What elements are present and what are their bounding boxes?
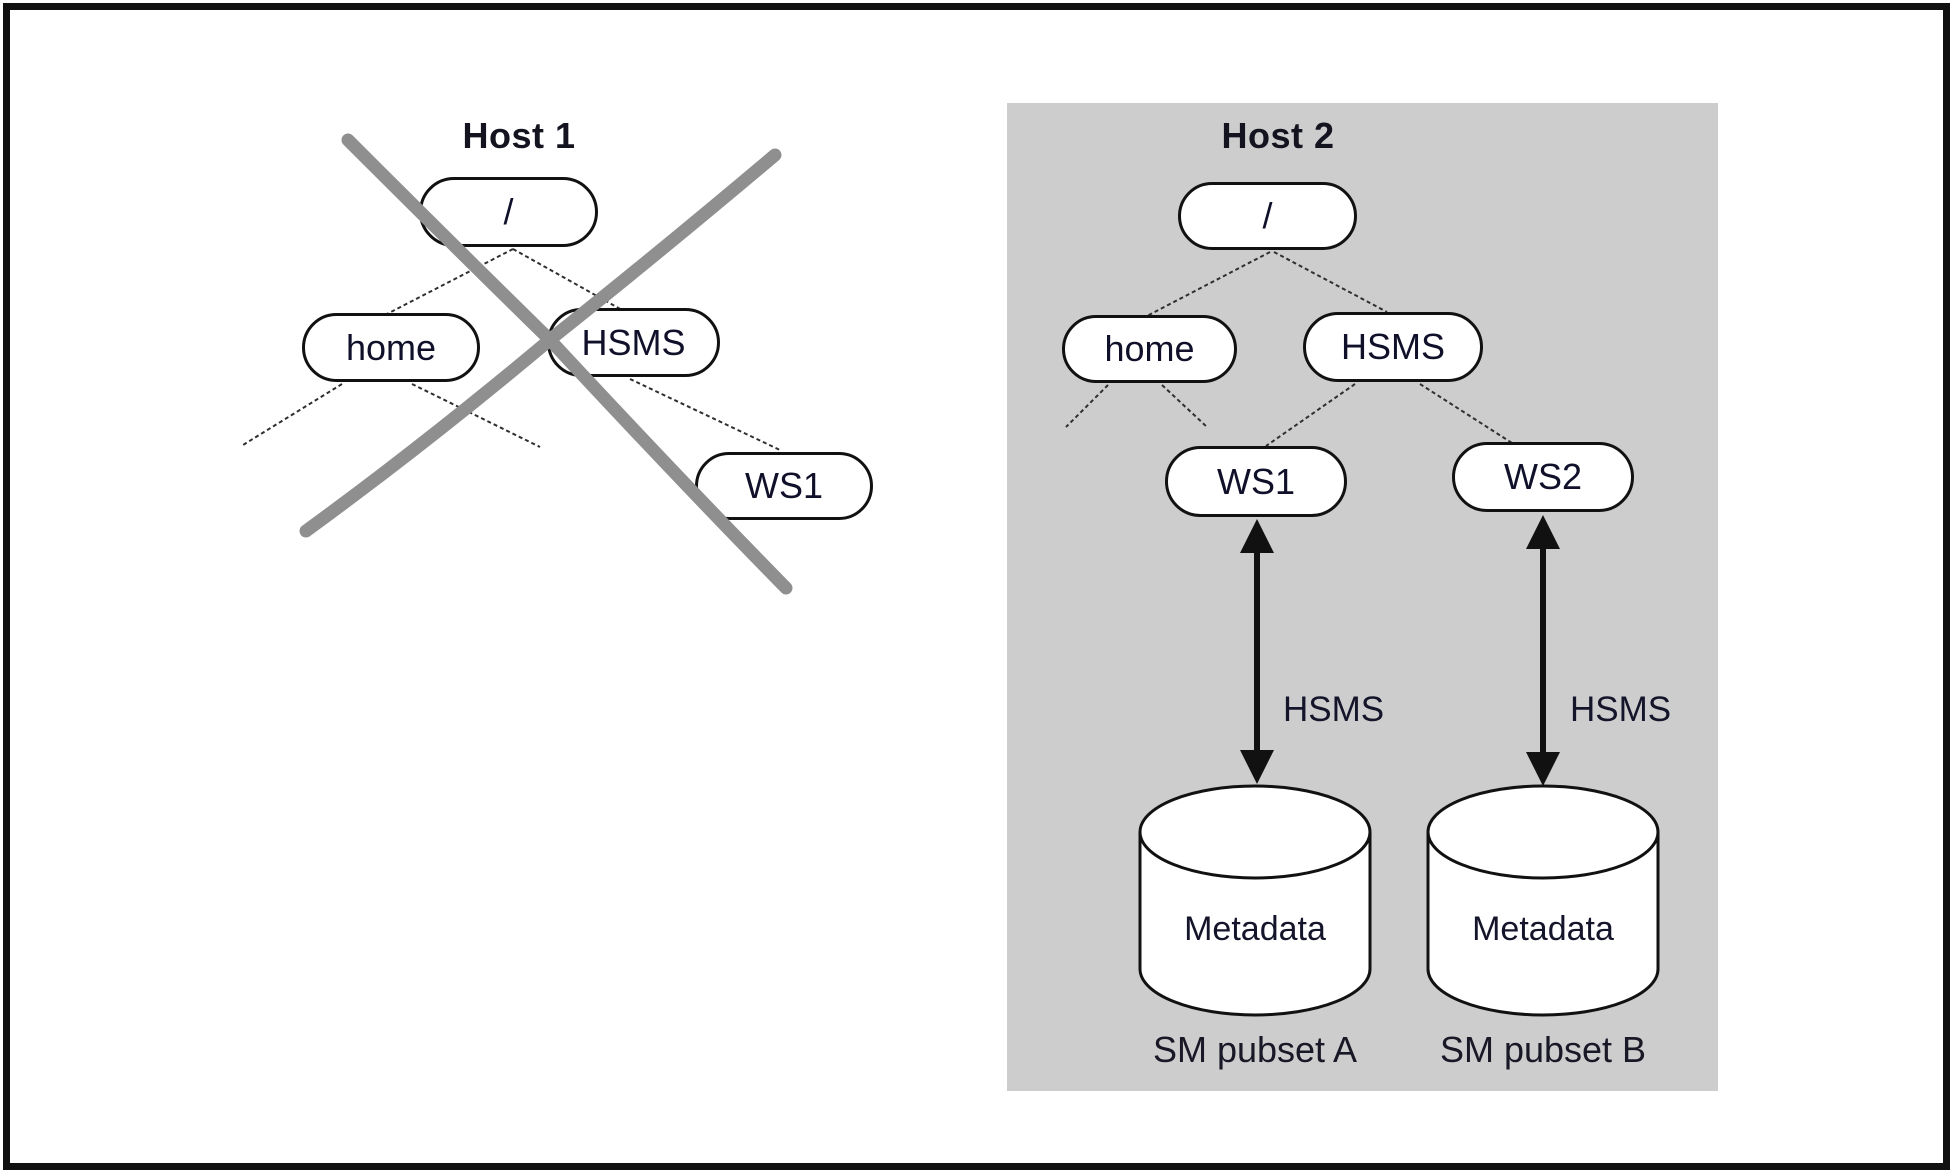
node-label: home <box>1104 328 1195 369</box>
arrowhead-up-icon <box>1240 519 1274 553</box>
node-label: HSMS <box>1340 326 1445 367</box>
host2-edge-hsms-ws2 <box>1419 383 1513 444</box>
host1-node-hsms: HSMS <box>547 308 720 377</box>
host2-title: Host 2 <box>1221 115 1335 156</box>
host2-edge-home-left <box>1065 384 1109 428</box>
host2-node-ws2: WS2 <box>1452 442 1634 512</box>
hsms-arrow-ws1 <box>1240 519 1274 784</box>
host1-edge-home-right <box>411 383 541 448</box>
database-cylinder-a <box>1138 784 1372 1017</box>
host2-edge-hsms-ws1 <box>1265 383 1356 447</box>
node-label: WS1 <box>744 465 823 506</box>
host2-edge-home-right <box>1161 384 1208 428</box>
node-label: WS1 <box>1216 460 1295 502</box>
database-b-label: Metadata <box>1472 909 1614 948</box>
arrowhead-down-icon <box>1526 752 1560 786</box>
hsms-arrow-ws2 <box>1526 515 1560 786</box>
host1-title: Host 1 <box>462 115 576 156</box>
sm-pubset-b-caption: SM pubset B <box>1439 1029 1647 1070</box>
host2-node-ws1: WS1 <box>1165 446 1347 517</box>
database-a-label: Metadata <box>1184 909 1326 948</box>
host2-node-home: home <box>1062 315 1237 383</box>
host1-edge-hsms-ws1 <box>629 378 781 451</box>
host1-edge-root-hsms <box>512 248 623 311</box>
host2-node-root: / <box>1178 182 1357 250</box>
host1-edge-home-left <box>242 383 343 446</box>
node-label: home <box>345 326 437 368</box>
node-label: WS2 <box>1503 456 1582 497</box>
database-cylinder-b <box>1426 784 1660 1017</box>
hsms-protocol-label-ws2: HSMS <box>1570 690 1672 729</box>
host2-tree-edges <box>1065 251 1513 447</box>
host2-node-hsms: HSMS <box>1303 312 1483 382</box>
host1-node-home: home <box>302 313 480 382</box>
node-label: / <box>503 191 514 232</box>
host1-edge-root-home <box>384 248 514 316</box>
arrowhead-down-icon <box>1240 750 1274 784</box>
host2-edge-root-home <box>1144 251 1271 318</box>
host1-node-root: / <box>419 177 598 247</box>
host1-node-ws1: WS1 <box>695 452 873 520</box>
host2-edge-root-hsms <box>1273 251 1388 313</box>
sm-pubset-a-caption: SM pubset A <box>1152 1029 1358 1070</box>
hsms-protocol-label-ws1: HSMS <box>1283 690 1385 729</box>
arrowhead-up-icon <box>1526 515 1560 549</box>
node-label: / <box>1262 195 1273 236</box>
node-label: HSMS <box>581 321 686 363</box>
